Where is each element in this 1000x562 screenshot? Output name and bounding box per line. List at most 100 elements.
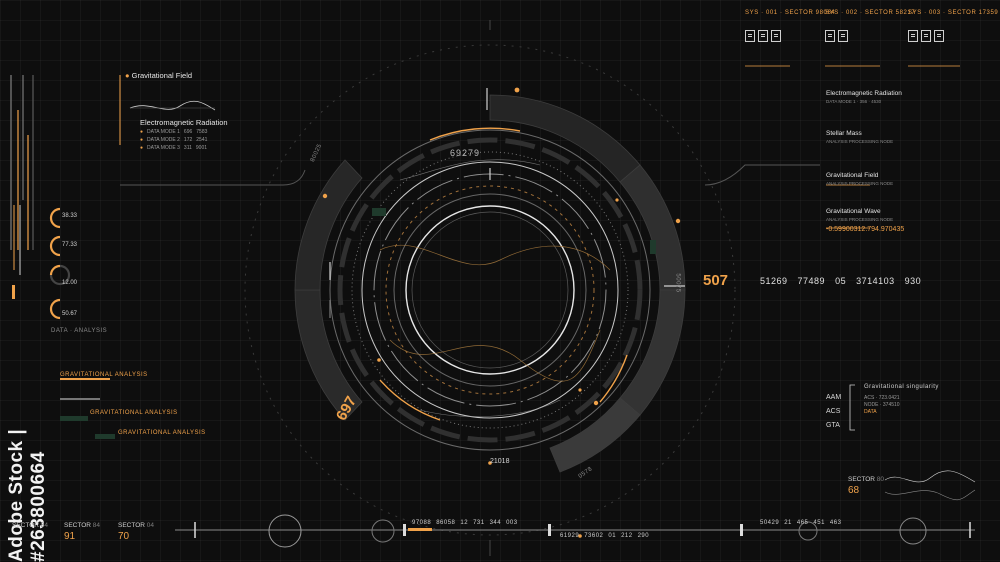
sector-label: SECTOR [848, 476, 875, 483]
readout-value: 51269 [760, 276, 788, 286]
wave-white-1 [399, 159, 541, 181]
right-item-sub: ANALYSIS PROCESSING NODE [826, 139, 894, 144]
green-accents [60, 208, 656, 439]
bottom-timeline [175, 514, 975, 548]
document-icon [825, 30, 835, 42]
right-item-grav-field: Gravitational Field ANALYSIS PROCESSING … [826, 172, 893, 186]
sys-block-2: SYS · 002 · SECTOR 58217 [825, 10, 915, 42]
readout-value: 05 [835, 276, 847, 286]
right-item-sub: ANALYSIS PROCESSING NODE [826, 217, 894, 222]
ring-96 [393, 193, 587, 387]
sector-block-1: SECTOR 84 91 [64, 522, 101, 542]
orange-dots [322, 87, 681, 465]
singularity-title: Gravitational singularity [864, 384, 939, 390]
gauge-value-2: 77.33 [62, 242, 78, 248]
right-item-sub: DATA MODE 1 · 356 · 4530 [826, 99, 882, 104]
analysis-title-1: GRAVITATIONAL ANALYSIS [60, 372, 148, 378]
wave-orange-2 [389, 329, 601, 382]
gauge-value-1: 38.33 [62, 213, 78, 219]
bottom-right-graph [884, 470, 976, 501]
sector-block-3: SECTOR 80 68 [848, 476, 885, 496]
readout-values: 51269 77489 05 3714103 930 [760, 276, 921, 286]
document-icon [838, 30, 848, 42]
document-icon [745, 30, 755, 42]
right-item-title: Gravitational Field [826, 172, 879, 179]
sys-block-3: SYS · 003 · SECTOR 17359 [908, 10, 998, 42]
inner-ring-dim [411, 211, 569, 369]
doc-icons [825, 30, 915, 42]
ring-160 [329, 129, 651, 451]
right-item-em-radiation: Electromagnetic Radiation DATA MODE 1 · … [826, 90, 902, 104]
readout-main-value: 507 [703, 272, 729, 289]
doc-icons [745, 30, 835, 42]
analysis-title-2: GRAVITATIONAL ANALYSIS [90, 410, 178, 416]
sys-label: SYS · 001 · SECTOR 98064 [745, 10, 836, 16]
ring-label: 50075 [674, 273, 681, 293]
singularity-lines: ACS · 723.0421 NODE · 374510 DATA [864, 395, 900, 415]
orange-arc-bottom-left [379, 379, 441, 421]
ring-128 [361, 161, 619, 419]
right-item-stellar-mass: Stellar Mass ANALYSIS PROCESSING NODE [826, 130, 893, 144]
ring-138 [351, 151, 629, 429]
wave-value: -0.59900312.794.970435 [826, 226, 905, 233]
gauge-caption: DATA · ANALYSIS [51, 328, 108, 334]
sector-block-2: SECTOR 04 70 [118, 522, 155, 542]
outer-dotted-ring [244, 44, 736, 536]
left-vertical-bars [10, 75, 34, 275]
readout-value: 3714103 [856, 276, 895, 286]
ring-150 [337, 137, 643, 443]
sys-label: SYS · 003 · SECTOR 17359 [908, 10, 999, 16]
singularity-code: GTA [826, 422, 840, 429]
document-icon [934, 30, 944, 42]
sys-label: SYS · 002 · SECTOR 58217 [825, 10, 916, 16]
right-item-title: Stellar Mass [826, 130, 862, 137]
sector-label: SECTOR [118, 522, 145, 529]
ring-label: 21018 [490, 458, 510, 465]
top-left-panel-graph [119, 75, 216, 145]
singularity-code: AAM [826, 394, 842, 401]
left-gauges [49, 207, 71, 320]
orange-arc-top [429, 127, 521, 141]
sector-label: SECTOR [64, 522, 91, 529]
sector-value: 70 [118, 531, 130, 542]
orange-arc-right [599, 354, 628, 403]
gauge-value-3: 12.00 [62, 280, 78, 286]
wave-orange-1 [379, 244, 611, 271]
right-item-sub: ANALYSIS PROCESSING NODE [826, 181, 894, 186]
outer-segment-ring [294, 94, 686, 473]
inner-ring-bright [405, 205, 575, 375]
sys-block-1: SYS · 001 · SECTOR 98064 [745, 10, 835, 42]
analysis-title-3: GRAVITATIONAL ANALYSIS [118, 430, 206, 436]
right-item-grav-wave: Gravitational Wave ANALYSIS PROCESSING N… [826, 208, 904, 233]
right-panel-lines [745, 65, 960, 229]
top-left-panel: ● Gravitational Field [125, 71, 192, 80]
sector-block-0: SECTOR 84 [12, 522, 49, 529]
document-icon [921, 30, 931, 42]
doc-icons [908, 30, 998, 42]
document-icon [771, 30, 781, 42]
sector-value: 91 [64, 531, 76, 542]
connector-line-left [120, 169, 306, 186]
right-item-title: Electromagnetic Radiation [826, 90, 902, 97]
singularity-bracket [849, 384, 855, 431]
readout-value: 930 [904, 276, 922, 286]
panel-subtitle: Electromagnetic Radiation [140, 118, 228, 127]
sector-value: 68 [848, 485, 860, 496]
singularity-code: ACS [826, 408, 841, 415]
sector-label: SECTOR [12, 522, 39, 529]
panel-title: ● Gravitational Field [125, 71, 193, 80]
readout-value: 77489 [797, 276, 826, 286]
ring-top-value: 69279 [450, 148, 481, 158]
gauge-value-4: 50.67 [62, 311, 78, 317]
document-icon [908, 30, 918, 42]
connector-line-right [704, 164, 820, 186]
ring-104 [385, 185, 595, 395]
